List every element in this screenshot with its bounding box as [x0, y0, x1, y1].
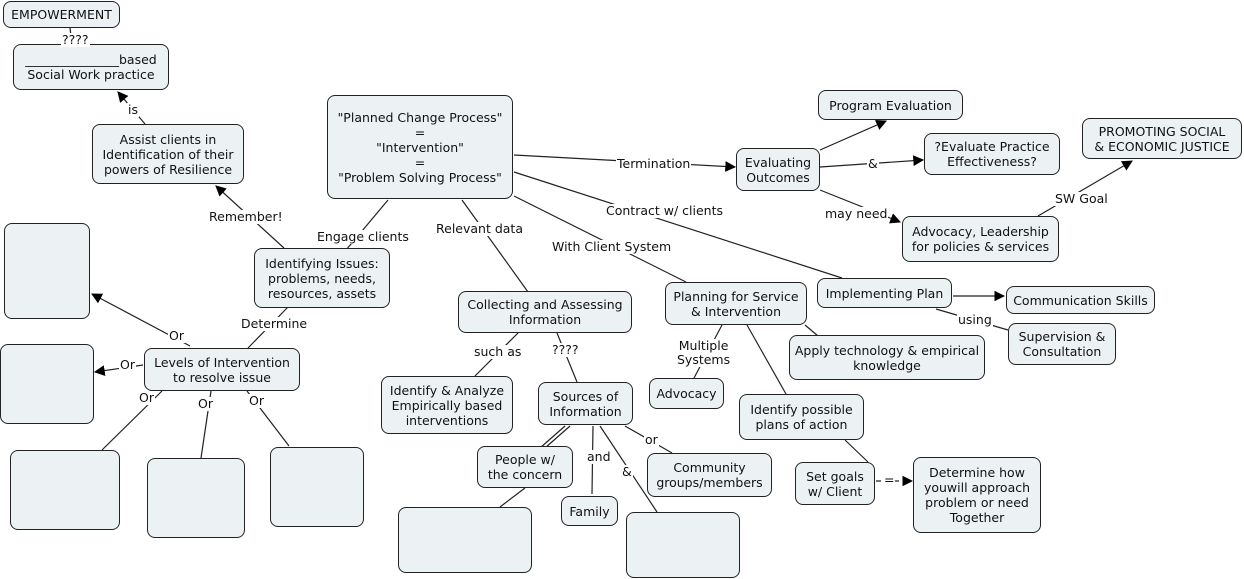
- node-program-evaluation[interactable]: Program Evaluation: [818, 90, 963, 120]
- node-planned-change[interactable]: "Planned Change Process" = "Intervention…: [327, 95, 513, 199]
- node-blank-3[interactable]: [10, 450, 120, 530]
- node-identifying-issues[interactable]: Identifying Issues: problems, needs, res…: [254, 248, 390, 308]
- node-implementing-plan[interactable]: Implementing Plan: [817, 278, 952, 308]
- link-label-or-3: Or: [138, 390, 155, 405]
- node-blank-6[interactable]: [398, 507, 532, 573]
- link-label-termination: Termination: [616, 156, 692, 171]
- node-advocacy[interactable]: Advocacy: [649, 378, 724, 409]
- link-label-such-as: such as: [473, 344, 523, 359]
- node-determine-how[interactable]: Determine how youwill approach problem o…: [913, 457, 1041, 533]
- node-based-practice[interactable]: _______________based Social Work practic…: [13, 44, 169, 90]
- link-label-or-5: Or: [248, 393, 265, 408]
- link-label-contract: Contract w/ clients: [605, 203, 724, 218]
- node-set-goals[interactable]: Set goals w/ Client: [795, 462, 875, 505]
- node-blank-5[interactable]: [270, 447, 364, 527]
- node-empowerment[interactable]: EMPOWERMENT: [3, 1, 120, 28]
- link-label-amp: &: [621, 464, 633, 479]
- link-label-may-need: may need: [824, 206, 889, 221]
- link-label-or-1: Or: [168, 328, 185, 343]
- node-blank-2[interactable]: [0, 344, 94, 424]
- node-family[interactable]: Family: [561, 496, 618, 526]
- node-supervision[interactable]: Supervision & Consultation: [1008, 323, 1116, 365]
- link-label-remember: Remember!: [208, 209, 284, 224]
- node-evaluating-outcomes[interactable]: Evaluating Outcomes: [736, 148, 820, 191]
- link-label-amp-eval: &: [867, 156, 879, 171]
- link-label-relevant-data: Relevant data: [435, 221, 524, 236]
- node-collecting-info[interactable]: Collecting and Assessing Information: [458, 291, 632, 333]
- node-people-concern[interactable]: People w/ the concern: [477, 446, 573, 488]
- node-levels-intervention[interactable]: Levels of Intervention to resolve issue: [144, 348, 300, 391]
- node-blank-1[interactable]: [4, 223, 90, 319]
- node-blank-7[interactable]: [626, 512, 740, 578]
- node-identify-analyze[interactable]: Identify & Analyze Empirically based int…: [381, 376, 513, 434]
- node-communication-skills[interactable]: Communication Skills: [1006, 286, 1155, 314]
- link-label-q4-top: ????: [61, 32, 90, 47]
- node-advocacy-leadership[interactable]: Advocacy, Leadership for policies & serv…: [902, 216, 1059, 262]
- link-label-with-client-system: With Client System: [551, 239, 673, 254]
- node-blank-4[interactable]: [147, 458, 245, 538]
- node-identify-plans[interactable]: Identify possible plans of action: [739, 394, 864, 440]
- link-label-multiple-systems: Multiple Systems: [676, 338, 732, 367]
- node-planning-service[interactable]: Planning for Service & Intervention: [665, 282, 807, 325]
- link-label-equals: =: [883, 472, 896, 487]
- node-apply-tech[interactable]: Apply technology & empirical knowledge: [789, 335, 985, 380]
- node-community[interactable]: Community groups/members: [647, 453, 772, 497]
- link-label-or-2: Or: [119, 357, 136, 372]
- link-label-using: using: [957, 312, 993, 327]
- link-label-determine: Determine: [240, 316, 309, 331]
- node-assist-clients[interactable]: Assist clients in Identification of thei…: [92, 124, 244, 184]
- link-label-engage-clients: Engage clients: [316, 229, 410, 244]
- link-label-sw-goal: SW Goal: [1054, 191, 1109, 206]
- link-label-or-small: or: [644, 432, 659, 447]
- link-label-and: and: [586, 449, 612, 464]
- link-label-or-4: Or: [197, 396, 214, 411]
- link-label-is: is: [127, 102, 139, 117]
- link-label-q4-sources: ????: [551, 342, 580, 357]
- node-evaluate-practice[interactable]: ?Evaluate Practice Effectiveness?: [924, 133, 1060, 175]
- node-sources-info[interactable]: Sources of Information: [538, 382, 633, 425]
- node-promoting-justice[interactable]: PROMOTING SOCIAL & ECONOMIC JUSTICE: [1082, 118, 1242, 159]
